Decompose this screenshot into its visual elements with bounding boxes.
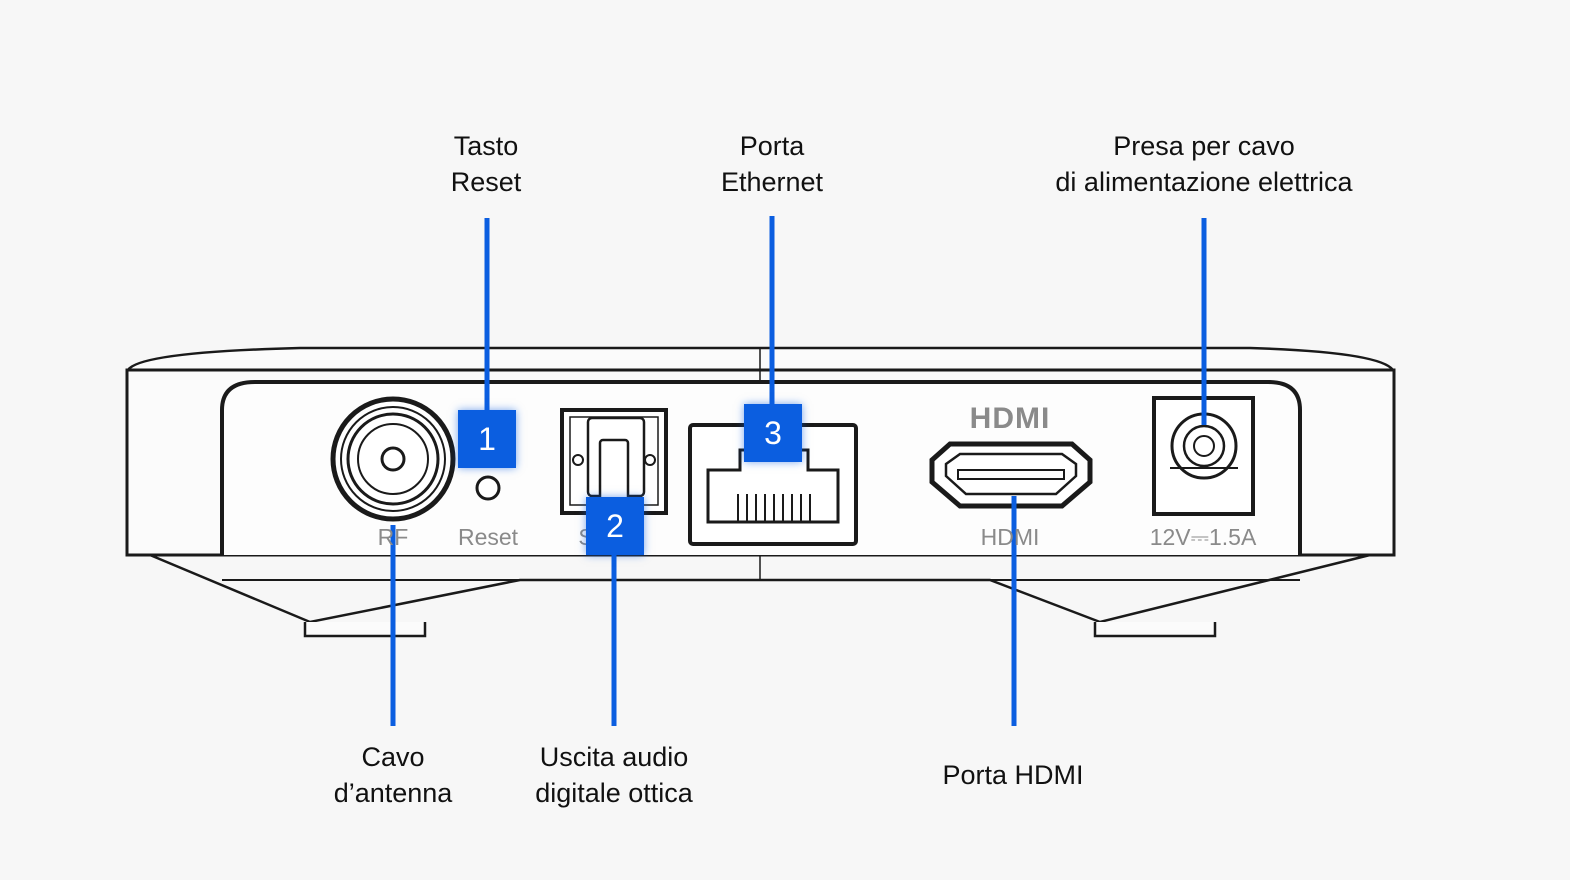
ethernet-port <box>688 423 858 546</box>
foot-left <box>303 622 427 638</box>
callout-hdmi-port: Porta HDMI <box>942 760 1084 790</box>
callout-ethernet-port: Porta Ethernet <box>720 131 824 197</box>
reset-pinhole <box>475 475 501 501</box>
badge-3: 3 <box>744 404 802 462</box>
rf-port-label: RF <box>377 524 409 550</box>
callout-power-socket: Presa per cavo di alimentazione elettric… <box>1055 131 1353 197</box>
optical-port <box>560 408 668 515</box>
badge-2: 2 <box>586 497 644 555</box>
callout-optical-audio: Uscita audio digitale ottica <box>535 742 693 808</box>
power-port-label: 12V⎓1.5A <box>1149 524 1257 550</box>
callout-reset-button: Tasto Reset <box>450 131 522 197</box>
hdmi-port <box>929 441 1093 509</box>
reset-port-label: Reset <box>457 524 519 550</box>
badge-1: 1 <box>458 410 516 468</box>
rf-connector <box>330 396 456 522</box>
hdmi-logo: HDMI <box>969 402 1051 435</box>
foot-right <box>1093 622 1217 638</box>
hdmi-port-label: HDMI <box>980 524 1040 550</box>
callout-antenna-cable: Cavo d’antenna <box>333 742 453 808</box>
